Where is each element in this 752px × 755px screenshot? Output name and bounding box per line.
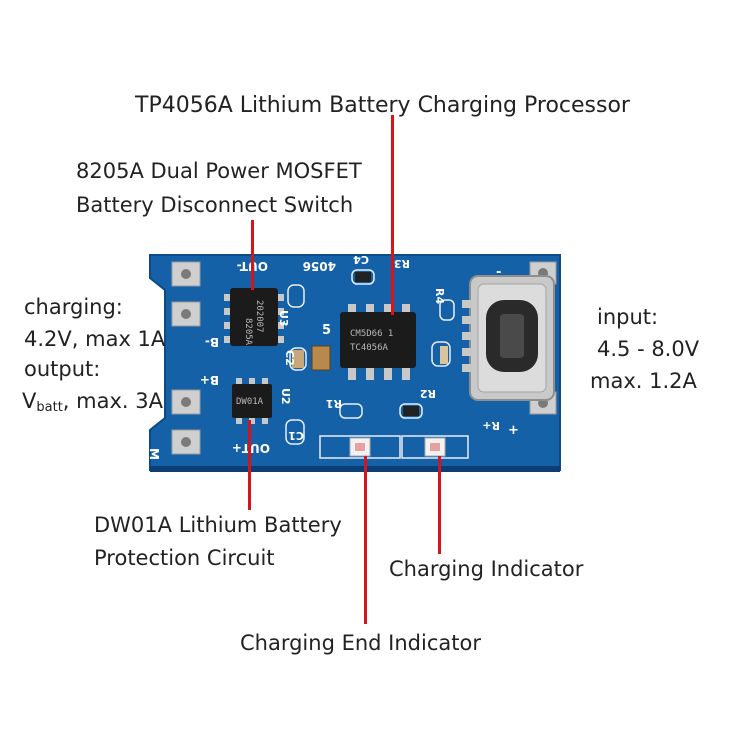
silk-b-minus: B- bbox=[205, 335, 219, 349]
label-input-title: input: bbox=[597, 305, 659, 329]
silk-b-plus: B+ bbox=[200, 373, 219, 387]
silk-r3: R3 bbox=[394, 257, 410, 270]
tp4056-chip: CM5D66 1 TC4056A bbox=[340, 304, 416, 380]
leader-dw01 bbox=[248, 420, 251, 510]
silk-r4: R4 bbox=[433, 288, 446, 304]
label-charging-indicator: Charging Indicator bbox=[389, 557, 584, 581]
label-output-title: output: bbox=[24, 357, 101, 381]
label-output-spec: Vbatt, max. 3A bbox=[22, 386, 163, 423]
led-charging-end bbox=[319, 435, 401, 459]
label-dw01-line2: Protection Circuit bbox=[94, 546, 275, 570]
output-v: V bbox=[22, 389, 37, 413]
leader-processor bbox=[391, 115, 394, 315]
output-spec-text: , max. 3A bbox=[62, 389, 163, 413]
svg-text:8205A: 8205A bbox=[243, 318, 253, 346]
mosfet-chip: 8205A 202007 bbox=[224, 288, 284, 346]
output-v-sub: batt bbox=[36, 400, 63, 415]
leader-charging-end bbox=[364, 456, 367, 624]
silk-r6: R+ bbox=[482, 419, 500, 432]
silk-plus: + bbox=[508, 423, 519, 438]
silk-u2: U2 bbox=[279, 388, 292, 405]
resistor-c4 bbox=[355, 272, 371, 282]
label-charging-title: charging: bbox=[24, 295, 123, 319]
silk-c1: C1 bbox=[288, 429, 304, 442]
capacitor-c1 bbox=[440, 346, 448, 364]
pcb-edge bbox=[150, 466, 560, 472]
tantalum-capacitor bbox=[311, 345, 331, 371]
resistor-r2 bbox=[403, 406, 419, 416]
label-mosfet-line1: 8205A Dual Power MOSFET bbox=[76, 159, 362, 183]
silk-r2: R2 bbox=[420, 387, 436, 400]
passive-components bbox=[285, 269, 455, 445]
usb-c-connector bbox=[462, 275, 555, 401]
label-mosfet-line2: Battery Disconnect Switch bbox=[76, 193, 354, 217]
silk-5: 5 bbox=[322, 323, 331, 338]
label-charging-spec: 4.2V, max 1A bbox=[24, 327, 166, 351]
led-charging bbox=[401, 435, 469, 459]
silk-u3: U3 bbox=[277, 310, 290, 327]
pads-left bbox=[171, 261, 201, 455]
silk-c4: C4 bbox=[353, 253, 369, 266]
label-dw01-line1: DW01A Lithium Battery bbox=[94, 513, 342, 537]
silk-board-id: 4056 bbox=[303, 259, 336, 273]
label-charging-end-indicator: Charging End Indicator bbox=[240, 631, 481, 655]
leader-charging bbox=[438, 456, 441, 554]
silk-c2: C2 bbox=[283, 350, 296, 366]
svg-text:202007: 202007 bbox=[254, 300, 264, 333]
silk-minus: - bbox=[496, 265, 501, 280]
svg-text:TC4056A: TC4056A bbox=[350, 343, 389, 353]
dw01a-chip: DW01A bbox=[232, 378, 272, 424]
capacitor-c3 bbox=[292, 350, 304, 368]
label-input-max: max. 1.2A bbox=[590, 369, 697, 393]
label-processor: TP4056A Lithium Battery Charging Process… bbox=[135, 93, 630, 118]
leader-mosfet bbox=[251, 220, 254, 290]
svg-text:CM5D66 1: CM5D66 1 bbox=[350, 329, 393, 339]
svg-text:DW01A: DW01A bbox=[236, 397, 264, 407]
label-input-range: 4.5 - 8.0V bbox=[597, 337, 700, 361]
silk-m: M bbox=[147, 448, 161, 460]
silk-r1: R1 bbox=[326, 397, 342, 410]
